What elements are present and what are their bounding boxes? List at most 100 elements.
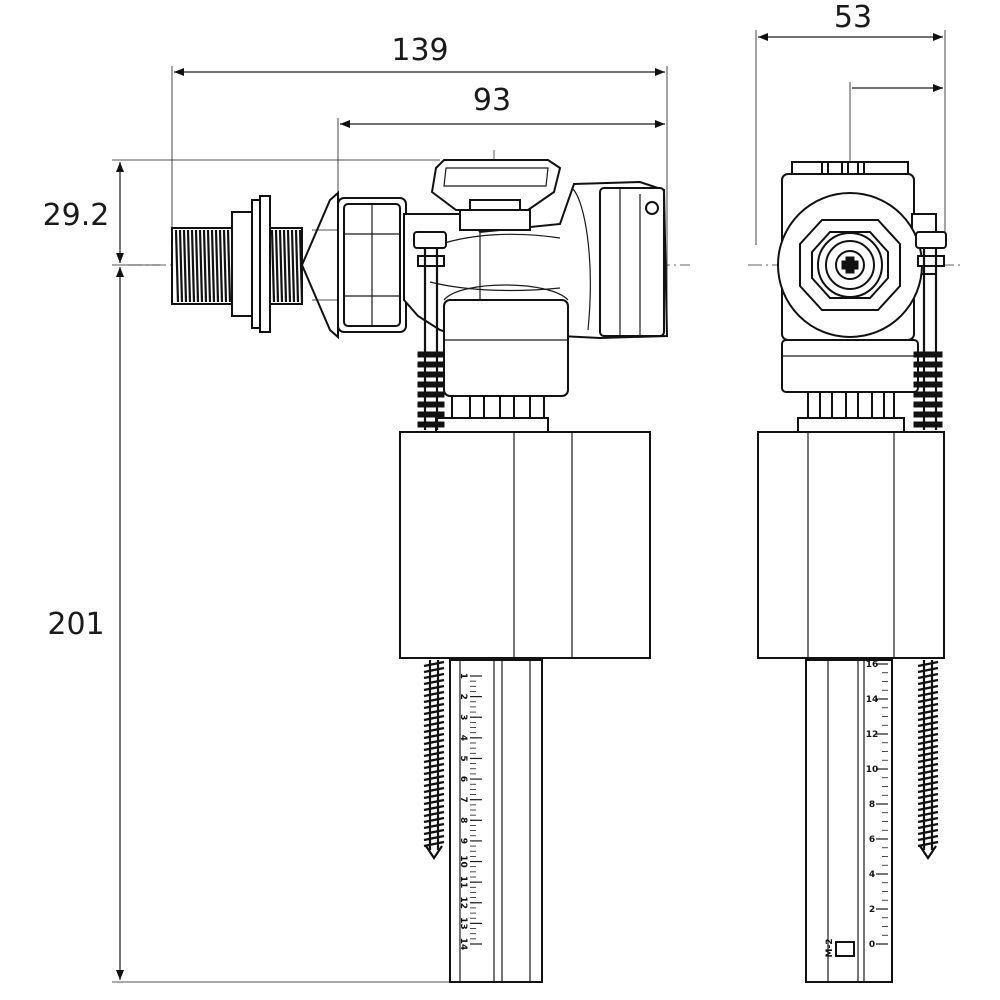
- screw-thread: [917, 672, 939, 680]
- screw-thread: [917, 816, 939, 824]
- screw-thread: [917, 756, 939, 764]
- scale-label: 4: [458, 735, 468, 741]
- dimension-93-label: 93: [473, 83, 511, 118]
- dimension-201-label: 201: [47, 607, 104, 642]
- thread-line: [294, 229, 300, 303]
- screw-thread: [423, 726, 445, 734]
- screw-thread: [423, 828, 445, 836]
- scale-label: 14: [458, 938, 468, 951]
- screw-thread: [917, 786, 939, 794]
- screw-thread: [917, 804, 939, 812]
- thread-line: [298, 229, 304, 303]
- spring-coil: [913, 411, 943, 418]
- screw-thread: [423, 702, 445, 710]
- screw-thread: [917, 660, 939, 668]
- screw-thread: [423, 798, 445, 806]
- thread-line: [210, 229, 216, 303]
- spring-coil: [913, 381, 943, 388]
- screw-thread: [423, 678, 445, 686]
- thread-line: [190, 229, 196, 303]
- dimension-53-label: 53: [834, 0, 872, 35]
- scale-label: 8: [458, 817, 468, 823]
- threaded-height-rod-side: [917, 660, 939, 860]
- dimension-side-width: 53: [755, 0, 946, 245]
- thread-line: [174, 229, 180, 303]
- screw-thread: [423, 780, 445, 788]
- dimension-inlet-height: 29.2: [43, 159, 440, 266]
- screw-thread: [917, 774, 939, 782]
- side-scale-window: [835, 941, 855, 957]
- spring-coil: [417, 351, 445, 358]
- thread-line: [182, 229, 188, 303]
- thread-line: [186, 229, 192, 303]
- screw-thread: [917, 798, 939, 806]
- thread-line: [194, 229, 200, 303]
- screw-thread: [423, 672, 445, 680]
- conical-backnut: [300, 190, 339, 340]
- scale-label: 2: [458, 693, 468, 699]
- scale-label: 11: [458, 876, 468, 889]
- screw-thread: [423, 690, 445, 698]
- spring-coil: [417, 411, 445, 418]
- screw-thread: [917, 720, 939, 728]
- scale-label: 12: [866, 730, 879, 740]
- screw-thread: [423, 714, 445, 722]
- spring-coil: [913, 371, 943, 378]
- thread-line: [206, 229, 212, 303]
- dimension-total-height: 201: [47, 267, 470, 983]
- screw-thread: [917, 780, 939, 788]
- scale-label: 7: [458, 797, 468, 803]
- screw-thread: [423, 786, 445, 794]
- screw-thread: [423, 720, 445, 728]
- screw-thread: [423, 792, 445, 800]
- spring-coil: [417, 421, 445, 428]
- union-nut: [337, 197, 407, 333]
- spring-coil: [417, 381, 445, 388]
- thread-line: [274, 229, 280, 303]
- screw-thread: [423, 738, 445, 746]
- screw-thread: [917, 834, 939, 842]
- thread-line: [218, 229, 224, 303]
- adjustment-rod-side: [913, 231, 947, 430]
- screw-thread: [423, 774, 445, 782]
- side-lower-body: [781, 339, 919, 433]
- screw-thread: [423, 732, 445, 740]
- screw-thread: [917, 702, 939, 710]
- dimension-29-2-label: 29.2: [43, 198, 110, 233]
- screw-thread: [423, 822, 445, 830]
- dimension-inlet-offset: 93: [337, 83, 665, 195]
- screw-thread: [917, 708, 939, 716]
- spring-coil: [913, 351, 943, 358]
- scale-label: 10: [458, 855, 468, 868]
- scale-label: 13: [458, 917, 468, 930]
- screw-thread: [423, 840, 445, 848]
- screw-thread: [917, 840, 939, 848]
- screw-thread: [423, 756, 445, 764]
- scale-label: 8: [869, 800, 875, 810]
- scale-label: 3: [458, 714, 468, 720]
- valve-lower-body: [435, 284, 569, 433]
- thread-line: [214, 229, 220, 303]
- thread-line: [202, 229, 208, 303]
- screw-thread: [917, 732, 939, 740]
- screw-thread: [917, 744, 939, 752]
- screw-thread: [917, 750, 939, 758]
- screw-thread: [423, 810, 445, 818]
- thread-line: [222, 229, 228, 303]
- screw-thread: [917, 822, 939, 830]
- spring-coil: [417, 371, 445, 378]
- threaded-height-rod-front: [423, 660, 445, 860]
- threaded-inlet-shank: [171, 195, 304, 333]
- screw-thread: [917, 792, 939, 800]
- screw-thread: [423, 744, 445, 752]
- adjustment-rod-front: [413, 231, 447, 430]
- spring-coil: [913, 391, 943, 398]
- screw-thread: [917, 714, 939, 722]
- screw-thread: [917, 810, 939, 818]
- screw-tip: [919, 845, 937, 860]
- screw-thread: [917, 696, 939, 704]
